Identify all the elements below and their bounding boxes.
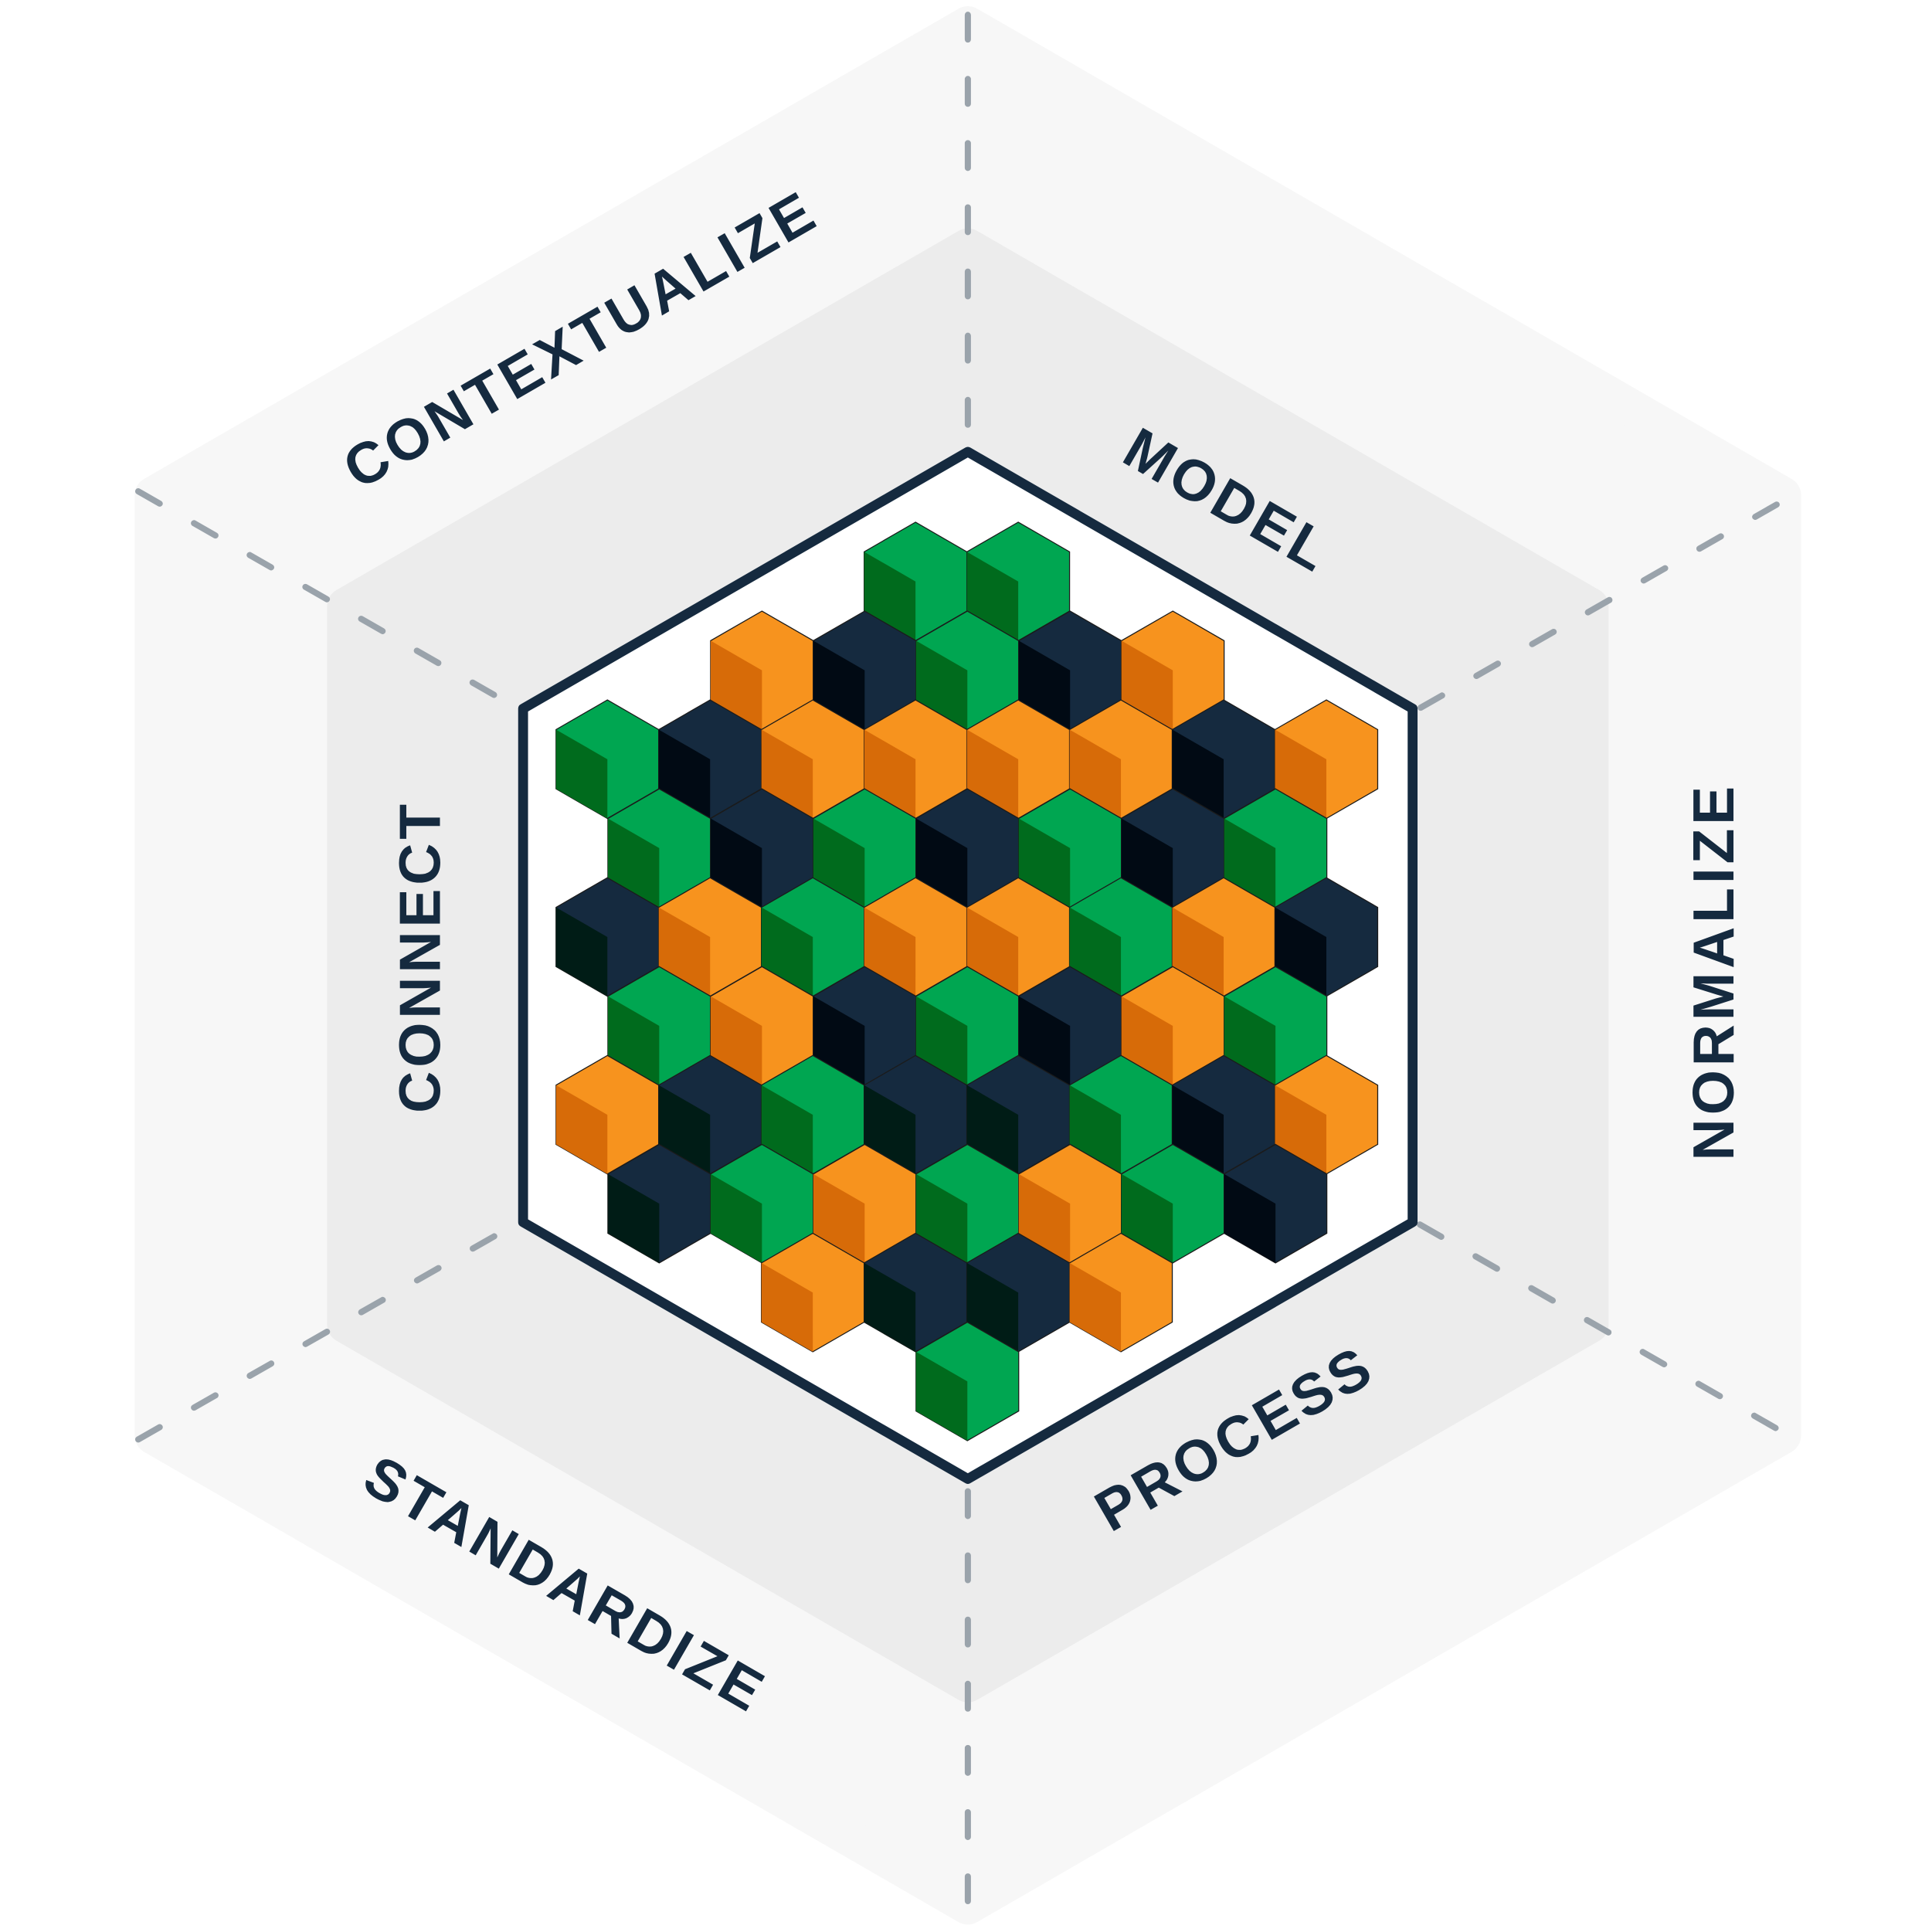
cube — [1224, 1143, 1328, 1264]
cube-left-face — [915, 818, 968, 908]
cube-left-face — [915, 1351, 968, 1441]
cube — [1018, 788, 1122, 908]
label-connect: CONNECT — [387, 800, 452, 1113]
cube — [555, 877, 660, 997]
cube — [1068, 699, 1173, 820]
cube — [966, 699, 1071, 820]
cube-left-face — [966, 729, 1019, 819]
cube — [966, 1054, 1071, 1175]
cube-left-face — [966, 1085, 1019, 1174]
cube-left-face — [1224, 1173, 1276, 1263]
cube — [915, 1143, 1020, 1264]
cube — [864, 1232, 968, 1353]
cube — [966, 521, 1071, 642]
cube — [915, 610, 1020, 731]
cube — [1224, 788, 1328, 908]
cube — [1068, 1232, 1173, 1353]
cube — [710, 1143, 814, 1264]
cube — [1018, 610, 1122, 731]
cube — [864, 877, 968, 997]
cube — [915, 788, 1020, 908]
cube — [915, 1321, 1020, 1441]
cube — [1018, 966, 1122, 1086]
cube-left-face — [966, 552, 1019, 641]
cube-left-face — [966, 907, 1019, 997]
cube-left-face — [761, 1262, 813, 1352]
dashed-guide-lines — [134, 12, 1804, 1927]
cube-left-face — [966, 1262, 1019, 1352]
cube-left-face — [710, 1173, 762, 1263]
label-normalize: NORMALIZE — [1681, 783, 1746, 1161]
cube — [555, 699, 660, 820]
dashed-line-diagonal-down — [134, 488, 1804, 1445]
dashed-line-diagonal-up — [134, 488, 1804, 1443]
cube-left-face — [915, 996, 968, 1085]
cube-left-face — [915, 640, 968, 730]
cube-left-face — [607, 1173, 660, 1263]
cube — [607, 1143, 711, 1264]
cube-cluster — [555, 521, 1379, 1441]
cube — [761, 1232, 865, 1353]
cube — [966, 1232, 1071, 1353]
cube-left-face — [915, 1173, 968, 1263]
